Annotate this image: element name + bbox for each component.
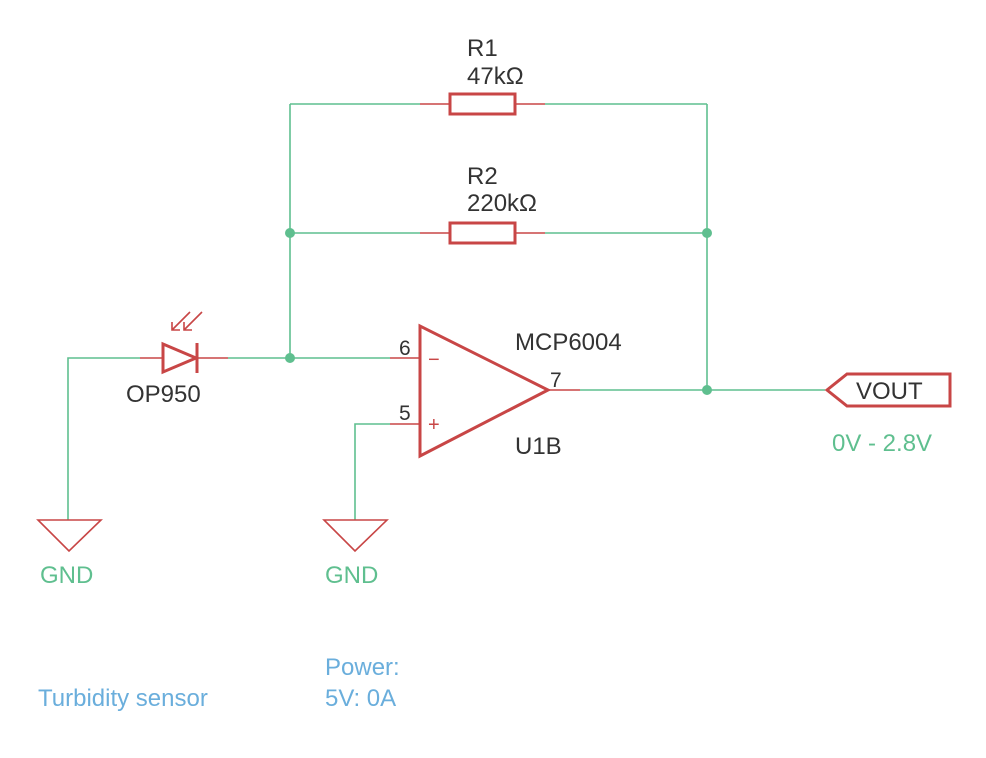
gnd-label: GND: [40, 562, 93, 589]
junction-dot: [702, 228, 712, 238]
sheet-title: Turbidity sensor: [38, 685, 208, 712]
pin-6-label: 6: [399, 337, 411, 360]
power-heading: Power:: [325, 654, 400, 681]
pin-5-label: 5: [399, 402, 411, 425]
resistor-r1[interactable]: R1 47kΩ: [420, 35, 545, 116]
junction-dot: [285, 228, 295, 238]
opamp-triangle-icon: [418, 323, 552, 459]
r1-value: 47kΩ: [467, 63, 524, 90]
photodiode-part: OP950: [126, 381, 201, 408]
junctions: [285, 228, 712, 395]
gnd-symbol-right[interactable]: GND: [322, 519, 389, 589]
opamp-pins: [390, 357, 580, 425]
r2-body: [448, 221, 517, 245]
wire-noninverting-to-gnd: [354, 423, 390, 520]
opamp-part: MCP6004: [515, 329, 622, 356]
ground-icon: [36, 519, 103, 553]
opamp-u1b[interactable]: 6 5 7 − + MCP6004 U1B: [390, 323, 622, 460]
wires: [67, 103, 825, 520]
photodiode-op950[interactable]: OP950: [126, 311, 228, 408]
gnd-label: GND: [325, 562, 378, 589]
r2-value: 220kΩ: [467, 190, 537, 217]
r1-ref: R1: [467, 35, 498, 62]
vout-flag-icon: [824, 372, 952, 408]
vout-range: 0V - 2.8V: [832, 430, 932, 457]
resistor-r2[interactable]: R2 220kΩ: [420, 163, 545, 245]
plus-sign: +: [428, 414, 440, 436]
photodiode-triangle: [161, 341, 200, 375]
gnd-symbol-left[interactable]: GND: [36, 519, 103, 589]
opamp-ref: U1B: [515, 433, 562, 460]
r2-ref: R2: [467, 163, 498, 190]
r1-body: [448, 92, 517, 116]
vout-label: VOUT: [856, 378, 923, 405]
junction-dot: [285, 353, 295, 363]
ground-icon: [322, 519, 389, 553]
pin-7-label: 7: [550, 369, 562, 392]
minus-sign: −: [428, 349, 440, 371]
power-value: 5V: 0A: [325, 685, 396, 712]
wire-diode-to-gnd: [67, 357, 140, 520]
junction-dot: [702, 385, 712, 395]
vout-port[interactable]: VOUT 0V - 2.8V: [824, 372, 952, 457]
light-arrows-icon: [171, 311, 203, 331]
